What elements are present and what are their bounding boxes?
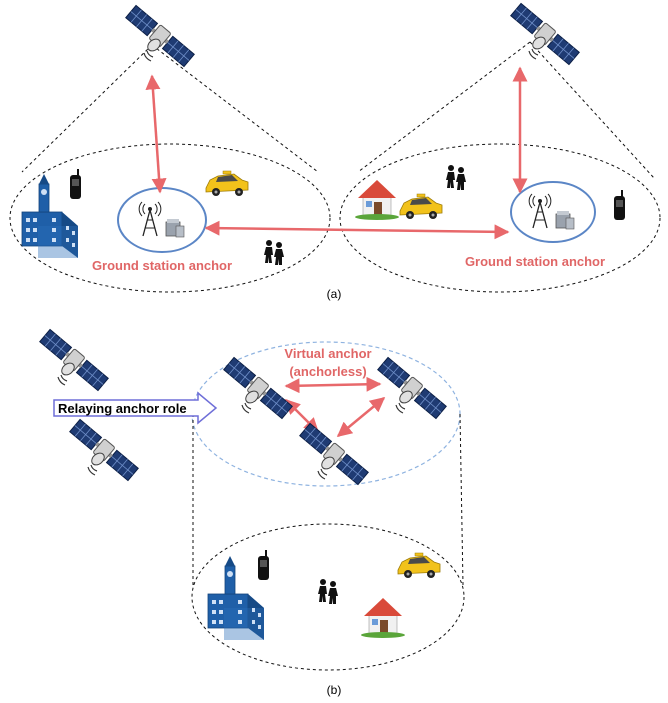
coverage-area-b [191,523,465,671]
panel-a: Ground station anchor Ground station anc… [9,2,661,301]
left-beam-cone [21,44,319,173]
phone-icon [258,550,269,580]
right-ground-station-label: Ground station anchor [465,254,605,269]
ground-station-icon [138,201,185,238]
taxi-icon [399,193,443,220]
right-coverage-area [339,143,661,293]
satellite-icon [38,328,110,392]
satellite-icon [298,422,370,486]
isl-top [284,376,382,394]
left-sat-ground-link [145,74,167,194]
panel-b: Virtual anchor (anchorless) Relaying anc… [38,328,465,697]
left-ground-station-ring [117,187,207,253]
people-icon [318,579,338,604]
relay-label: Relaying anchor role [58,401,187,416]
taxi-icon [205,170,249,197]
phone-icon [614,190,625,220]
relay-arrow [53,391,218,425]
people-icon [446,165,466,190]
satellite-icon [376,356,448,420]
isl-right [336,397,386,437]
caption-a: (a) [327,287,342,301]
ground-ground-link [204,220,510,240]
phone-icon [70,169,81,199]
satellite-icon [124,4,196,68]
taxi-icon [397,552,441,579]
people-icon [264,240,284,265]
right-ground-station-ring [510,181,596,243]
right-beam-cone [357,41,655,179]
virtual-anchor-label: Virtual anchor [284,346,371,361]
cylinder-right-edge [459,413,464,586]
house-icon [360,597,406,639]
satellite-icon [68,418,140,482]
anchorless-label: (anchorless) [289,364,366,379]
building-icon [207,555,265,641]
building-icon [21,173,79,259]
ground-station-icon [528,193,575,230]
satellite-icon [509,2,581,66]
caption-b: (b) [327,683,342,697]
left-coverage-area [9,143,331,293]
satellite-icon [222,356,294,420]
left-ground-station-label: Ground station anchor [92,258,232,273]
house-icon [354,179,400,221]
